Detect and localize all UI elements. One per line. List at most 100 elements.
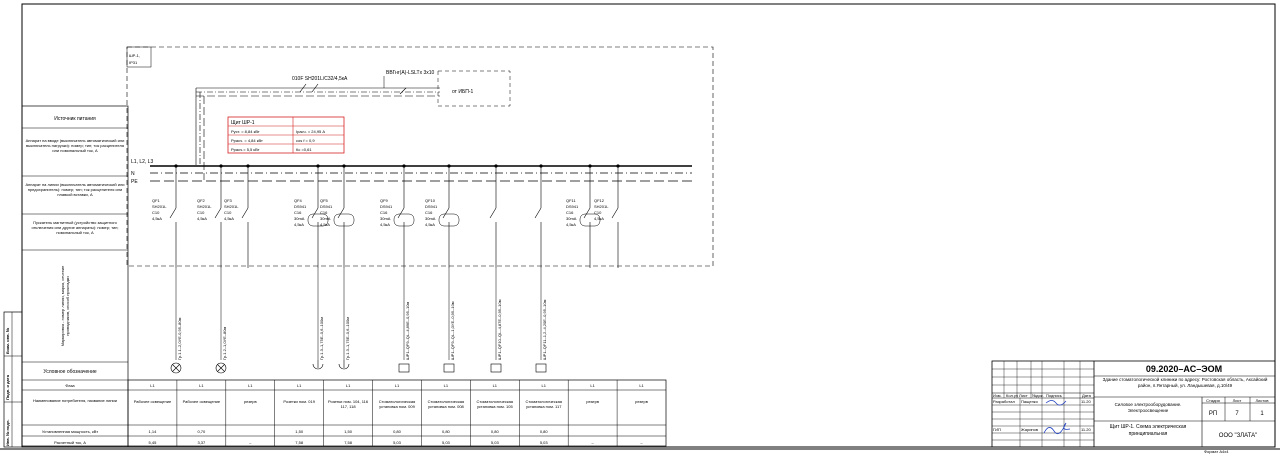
tb-sheets: 1 xyxy=(1260,411,1264,417)
tb-name-dev: Пащенко xyxy=(1021,399,1039,404)
breaker-spec: 4,5кА xyxy=(594,216,604,221)
breaker-spec: SH201L xyxy=(152,204,167,209)
cell-consumer: Рабочее освещение xyxy=(133,399,172,404)
cell-power: 0,80 xyxy=(540,429,549,434)
tb-col-ndoc: №док. xyxy=(1032,393,1044,398)
breaker-spec: C10 xyxy=(594,210,602,215)
cell-phase: L1 xyxy=(248,383,253,388)
cell-current: 5,03 xyxy=(540,440,549,445)
feeder-8 xyxy=(489,164,498,268)
hdr-input-device: Аппарат на вводе (выключатель автоматиче… xyxy=(25,138,125,153)
tb-section: Силовое электрооборудование. Электроосве… xyxy=(1114,402,1182,413)
feed-cable-label: ВВГнг(А)-LSLTх 3х10 xyxy=(386,70,435,76)
cell-current: – xyxy=(640,440,643,445)
tb-col-kol: Кол.уч xyxy=(1006,393,1018,398)
cell-consumer-wrap: Рабочее освещение xyxy=(182,399,221,404)
source-box xyxy=(437,70,511,107)
cell-consumer: резерв xyxy=(586,399,599,404)
breaker-spec: DS941 xyxy=(566,204,579,209)
breaker-spec: 30mA xyxy=(566,216,577,221)
rcd-sensor xyxy=(579,213,601,227)
tb-col-list: Лист xyxy=(1019,393,1028,398)
row-label-current: Расчетный ток, А xyxy=(54,440,86,445)
cell-power: 0,80 xyxy=(491,429,500,434)
cell-phase: L1 xyxy=(639,383,644,388)
breaker-spec: QF12 xyxy=(594,198,605,203)
tb-col-sign: Подпись xyxy=(1046,393,1062,398)
breaker-spec: 30mA xyxy=(294,216,305,221)
breaker-spec: 30mA xyxy=(320,216,331,221)
bus-label-pe: PE xyxy=(131,179,138,185)
line-marking: ШР1–QF10–QL–4,87Е–0,95–10м xyxy=(497,299,502,360)
tb-col-date: Дата xyxy=(1082,393,1092,398)
cell-phase: L1 xyxy=(297,383,302,388)
tb-sheet: 7 xyxy=(1235,411,1239,417)
cell-phase: L1 xyxy=(444,383,449,388)
breaker-spec: C16 xyxy=(566,210,574,215)
tb-date-gip: 11.20 xyxy=(1081,427,1091,432)
consumer-table xyxy=(127,379,667,447)
tb-name-gip: Жаринов xyxy=(1021,427,1038,432)
cell-consumer: Стоматологическая установка пом. 008 xyxy=(427,399,465,409)
breaker-spec: DS941 xyxy=(294,204,307,209)
breaker-spec: 4,5кА xyxy=(294,222,304,227)
cell-consumer: Стоматологическая установка пом. 009 xyxy=(378,399,416,409)
hdr-source: Источник питания xyxy=(54,116,96,122)
breaker-spec: SH201L xyxy=(197,204,212,209)
hdr-symbol: Условное обозначение xyxy=(43,369,96,375)
tb-date-dev: 11.20 xyxy=(1081,399,1091,404)
lamp-symbol xyxy=(215,362,227,374)
side-stamp: Инв. № подл. Подп. и дата Взам. инв. № xyxy=(3,311,23,448)
hdr-line-device: Аппарат на линии (выключатель автоматиче… xyxy=(25,182,125,197)
cell-consumer: резерв xyxy=(243,399,257,404)
signature-dev xyxy=(1045,400,1067,406)
breaker-spec: C16 xyxy=(380,210,388,215)
bus-label-n: N xyxy=(131,171,135,177)
tb-col-izm: Изм. xyxy=(993,393,1002,398)
breaker-spec: C16 xyxy=(294,210,302,215)
feed-from-label: от ИБП-1 xyxy=(452,89,473,95)
bus-lines: L1, L2, L3 N PE xyxy=(131,159,692,185)
equipment-symbol xyxy=(398,363,410,373)
cell-current: 7,58 xyxy=(344,440,353,445)
breaker-spec: QF4 xyxy=(294,198,303,203)
breaker-spec: QF11 xyxy=(566,198,576,203)
cell-consumer: Рабочее освещение xyxy=(182,399,221,404)
cell-current: 3,37 xyxy=(197,440,206,445)
equipment-symbol xyxy=(490,363,502,373)
rcd-sensor xyxy=(393,213,415,227)
cell-power: 1,50 xyxy=(295,429,304,434)
hdr-marking: Маркировка - номер линии, марка, сечение… xyxy=(60,265,70,347)
cell-current: 5,03 xyxy=(442,440,451,445)
main-breaker-label: 010F SH201L/C32/4,5кА xyxy=(292,76,348,82)
info-r0c0: Руст. = 8,84 кВт xyxy=(231,129,260,134)
cell-phase: L1 xyxy=(150,383,155,388)
panel-label: ШР-1, xyxy=(129,53,140,58)
format-label: Формат А4х4 xyxy=(1204,449,1229,454)
cell-consumer: Стоматологическая установка пом. 105 xyxy=(476,399,514,409)
left-header-table: Источник питания Аппарат на вводе (выклю… xyxy=(21,105,129,447)
cell-consumer-wrap: резерв xyxy=(243,399,257,404)
hdr-starter: Пускатель магнитный (устройство защитног… xyxy=(31,220,119,235)
title-block: Изм. Кол.уч Лист №док. Подпись Дата Разр… xyxy=(991,360,1276,448)
cell-current: 7,58 xyxy=(295,440,304,445)
cell-consumer-wrap: Стоматологическая установка пом. 117 xyxy=(525,399,562,409)
panel-enclosure xyxy=(126,46,714,267)
line-marking: Гр.1.1–2,0УЕ-0,95–80м xyxy=(177,317,182,360)
signature-gip xyxy=(1043,422,1071,435)
cell-current: 5,45 xyxy=(149,440,158,445)
equipment-symbol xyxy=(535,363,547,373)
panel-ip: IP31 xyxy=(129,60,138,65)
line-marking: Гр.1.2–1,0УЕ–80м xyxy=(222,326,227,360)
breaker-spec: 4,5кА xyxy=(425,222,435,227)
line-marking: ШР1–QF11–1,2–4,20Е–0,95–10м xyxy=(542,299,547,360)
info-r1c0: Ррасч. = 4,84 кВт xyxy=(231,138,263,143)
tb-company: ООО "ЗЛАТА" xyxy=(1219,433,1257,439)
